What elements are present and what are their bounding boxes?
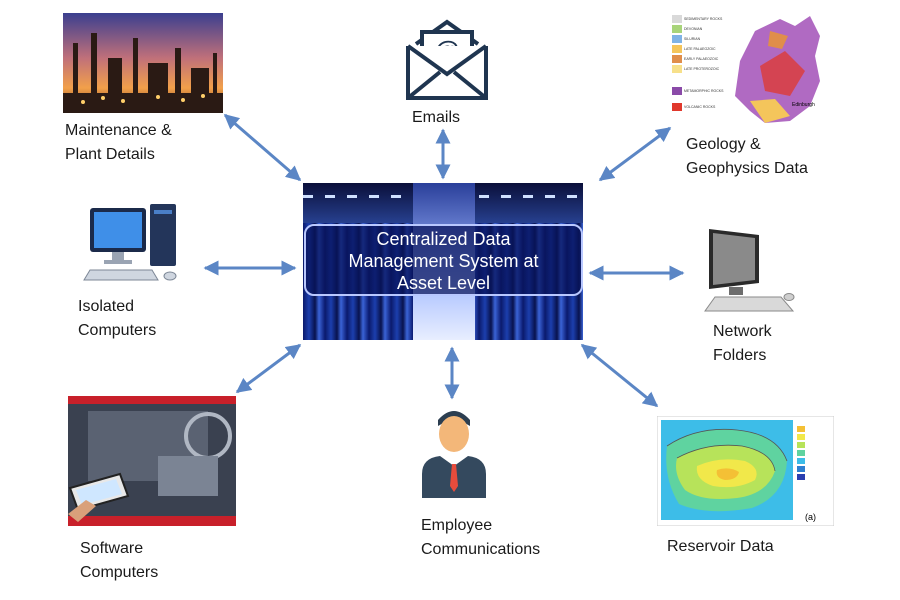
person-avatar-icon	[422, 411, 486, 498]
software-tablet-image	[68, 396, 236, 526]
legend-text-3: LATE PALAEOZOIC	[684, 47, 716, 51]
isolated-label[interactable]: Isolated Computers	[78, 298, 157, 339]
arrow-geology	[598, 126, 672, 182]
arrow-maintenance	[223, 113, 302, 182]
reservoir-contour-map: (a)	[657, 416, 834, 526]
edinburgh-text: Edinburgh	[792, 102, 815, 108]
refinery-image	[63, 13, 223, 113]
geology-map-image: SEDIMENTARY ROCKS DEVONIAN SILURIAN LATE…	[670, 11, 825, 126]
reservoir-label[interactable]: Reservoir Data	[667, 538, 774, 555]
arrow-reservoir	[580, 343, 659, 408]
employee-label[interactable]: Employee Communications	[421, 517, 541, 558]
legend-text-2: SILURIAN	[684, 37, 701, 41]
legend-text-6: METAMORPHIC ROCKS	[684, 89, 724, 93]
maintenance-label[interactable]: Maintenance & Plant Details	[65, 122, 172, 163]
envelope-at-icon: @	[406, 19, 488, 100]
legend-text-4: EARLY PALAEOZOIC	[684, 57, 719, 61]
legend-text-1: DEVONIAN	[684, 27, 703, 31]
reservoir-panel-label: (a)	[805, 512, 816, 522]
monitor-keyboard-icon	[704, 229, 795, 312]
arrow-software	[235, 343, 302, 394]
desktop-computer-icon	[83, 204, 177, 281]
central-system-label[interactable]: Centralized Data Management System at As…	[304, 224, 583, 296]
software-label[interactable]: Software Computers	[80, 540, 159, 581]
legend-text-7: VOLCANIC ROCKS	[684, 105, 716, 109]
emails-label[interactable]: Emails	[412, 109, 461, 126]
geology-label[interactable]: Geology & Geophysics Data	[686, 136, 808, 177]
legend-text-5: LATE PROTEROZOIC	[684, 67, 720, 71]
network-label[interactable]: Network Folders	[713, 323, 772, 364]
legend-text-0: SEDIMENTARY ROCKS	[684, 17, 723, 21]
